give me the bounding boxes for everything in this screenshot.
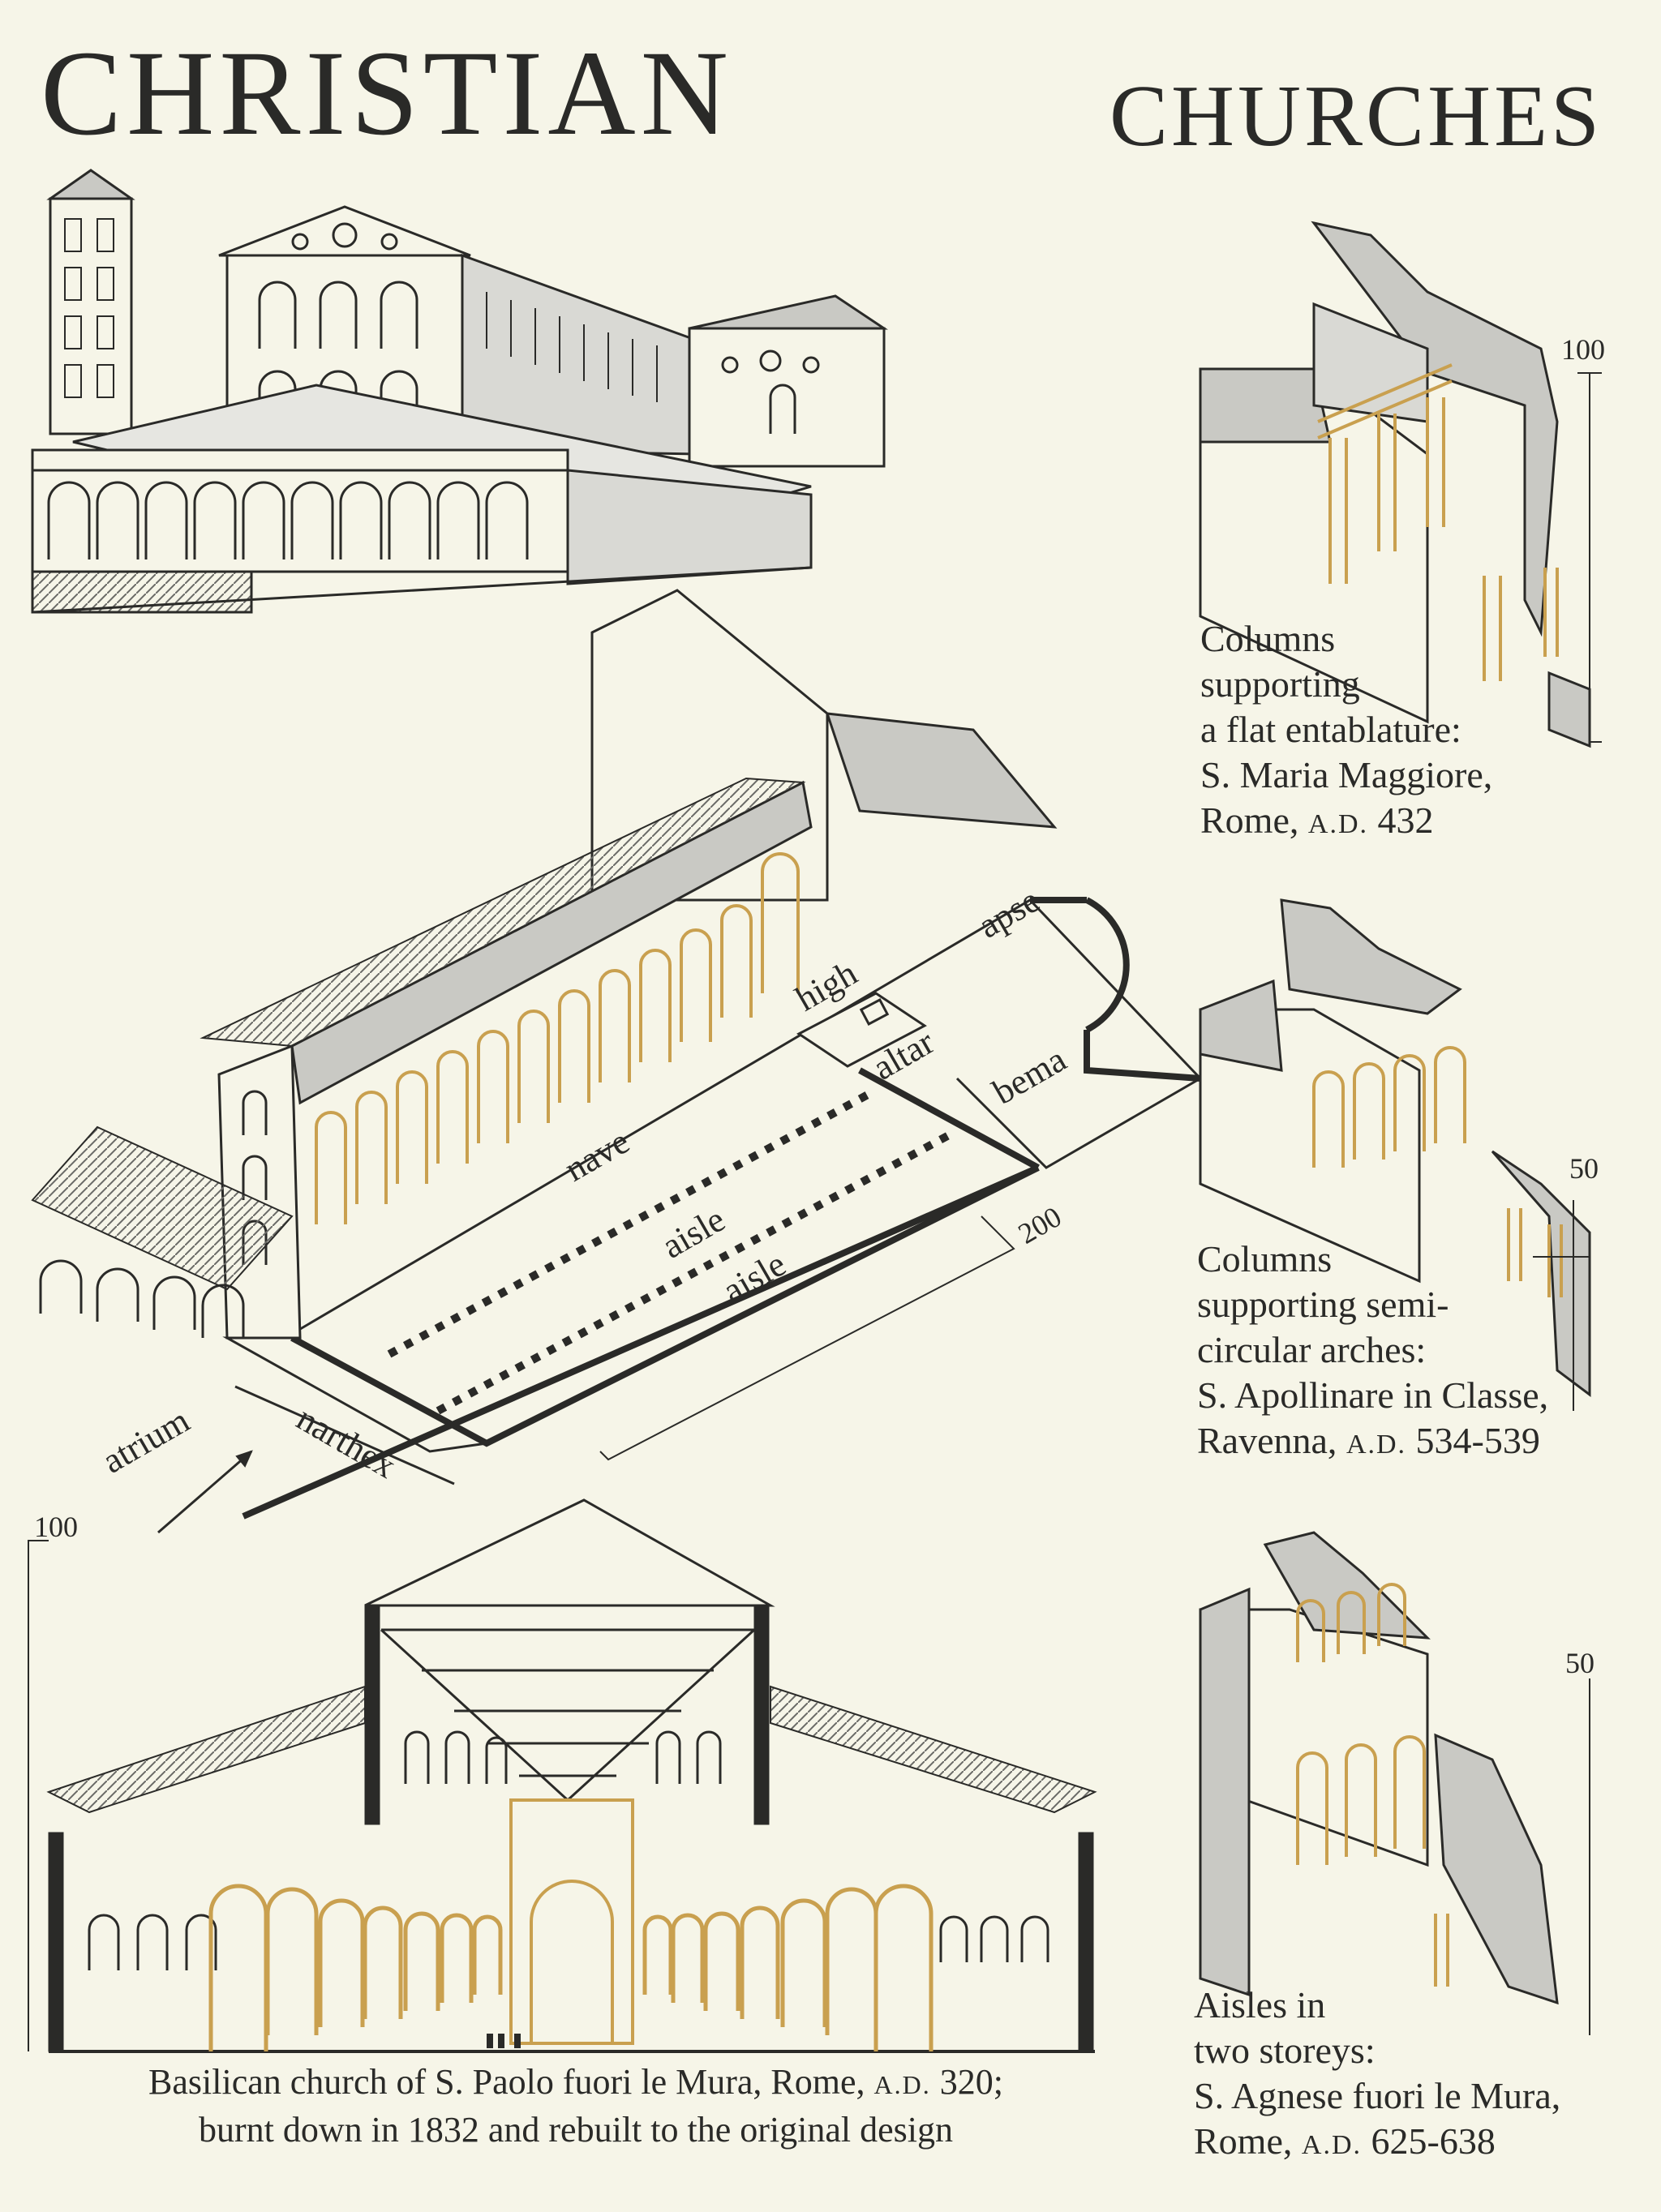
- caption-year: 534-539: [1415, 1420, 1540, 1461]
- caption-era: A.D.: [1346, 1430, 1407, 1460]
- basilica-plan-drawing: [31, 589, 1203, 1534]
- caption-agnese: Aisles in two storeys: S. Agnese fuori l…: [1194, 1983, 1560, 2168]
- basilica-exterior-drawing: [31, 169, 888, 614]
- scale-apollinare: 50: [1569, 1152, 1599, 1185]
- caption-line: S. Agnese fuori le Mura,: [1194, 2075, 1561, 2116]
- caption-san-paolo: Basilican church of S. Paolo fuori le Mu…: [32, 2060, 1119, 2153]
- caption-line: Columns: [1197, 1238, 1333, 1280]
- caption-line: a flat entablature:: [1200, 709, 1461, 750]
- caption-text: Basilican church of S. Paolo fuori le Mu…: [148, 2062, 865, 2102]
- scale-agnese: 50: [1565, 1647, 1594, 1679]
- caption-line: circular arches:: [1197, 1329, 1427, 1370]
- caption-place: Ravenna,: [1197, 1420, 1337, 1461]
- caption-era: A.D.: [873, 2070, 931, 2099]
- section-agnese: [1199, 1531, 1590, 2035]
- page-title-right: CHURCHES: [1109, 68, 1603, 165]
- section-apollinare: [1199, 898, 1591, 1411]
- caption-line: supporting semi-: [1197, 1284, 1449, 1325]
- caption-date-line: Ravenna, A.D. 534-539: [1197, 1418, 1548, 1468]
- caption-year: 625-638: [1371, 2120, 1496, 2162]
- caption-maria-maggiore: Columns supporting a flat entablature: S…: [1200, 616, 1492, 847]
- caption-line-1: Basilican church of S. Paolo fuori le Mu…: [32, 2060, 1119, 2107]
- caption-line: Columns: [1200, 618, 1336, 659]
- caption-line: S. Apollinare in Classe,: [1197, 1374, 1549, 1416]
- page-title-left: CHRISTIAN: [41, 26, 734, 161]
- san-paolo-interior-drawing: [28, 1498, 1097, 2053]
- caption-line: supporting: [1200, 663, 1360, 705]
- caption-line: two storeys:: [1194, 2030, 1376, 2071]
- scale-maggiore: 100: [1561, 333, 1605, 366]
- caption-line-2: burnt down in 1832 and rebuilt to the or…: [199, 2110, 953, 2150]
- caption-line: Aisles in: [1194, 1984, 1326, 2026]
- caption-era: A.D.: [1307, 809, 1368, 839]
- section-maria-maggiore: [1199, 221, 1602, 748]
- caption-date-line: Rome, A.D. 432: [1200, 798, 1492, 847]
- caption-era: A.D.: [1301, 2130, 1362, 2160]
- caption-date-line: Rome, A.D. 625-638: [1194, 2119, 1560, 2168]
- caption-year: 432: [1377, 799, 1434, 841]
- caption-apollinare: Columns supporting semi- circular arches…: [1197, 1237, 1548, 1468]
- scale-100-bottom: 100: [34, 1511, 78, 1543]
- caption-year: 320;: [939, 2062, 1003, 2102]
- caption-line: S. Maria Maggiore,: [1200, 754, 1493, 795]
- caption-place: Rome,: [1200, 799, 1299, 841]
- caption-place: Rome,: [1194, 2120, 1293, 2162]
